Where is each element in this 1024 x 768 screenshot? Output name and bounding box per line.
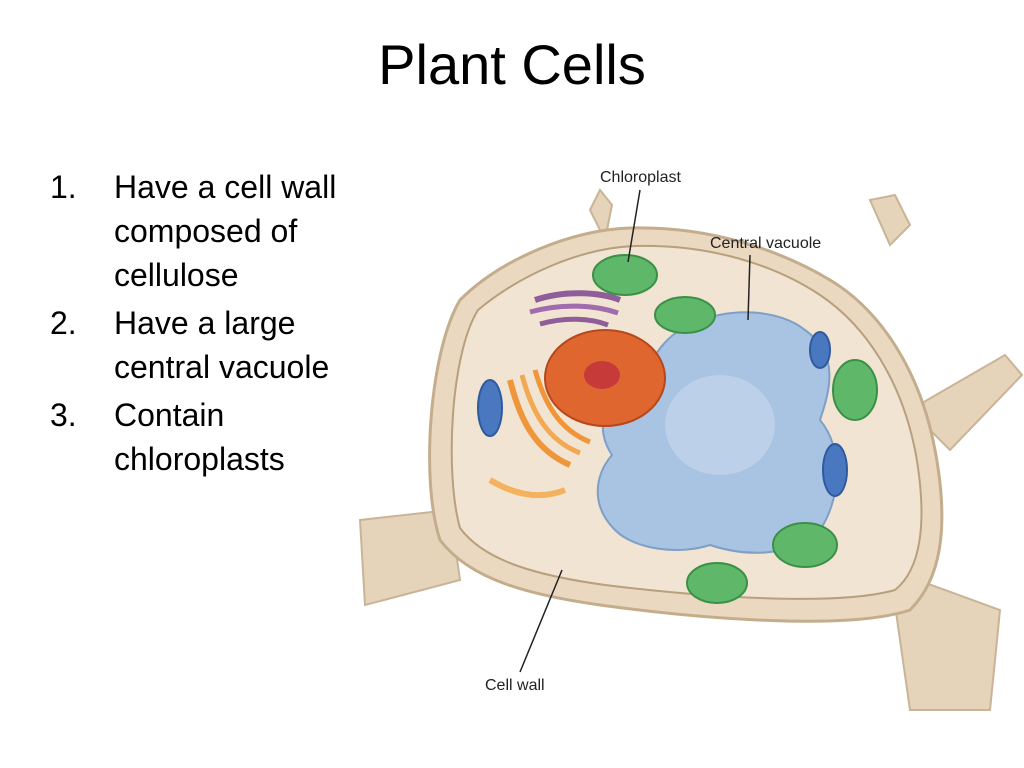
plant-cell-diagram: Chloroplast Central vacuole Cell wall bbox=[350, 150, 1024, 725]
list-text: Have a cell wall composed of cellulose bbox=[114, 169, 337, 293]
leader-line-chloroplast bbox=[627, 189, 641, 263]
label-central-vacuole: Central vacuole bbox=[710, 235, 821, 252]
list-item: 1. Have a cell wall composed of cellulos… bbox=[50, 165, 395, 297]
chloroplast bbox=[592, 254, 658, 296]
chloroplast bbox=[832, 359, 878, 421]
list-number: 3. bbox=[50, 397, 77, 433]
cell-wall-stub bbox=[888, 568, 1002, 711]
bullet-list: 1. Have a cell wall composed of cellulos… bbox=[50, 165, 395, 485]
list-text: Have a large central vacuole bbox=[114, 305, 330, 385]
slide-title: Plant Cells bbox=[378, 33, 646, 96]
chloroplast bbox=[686, 562, 748, 604]
mitochondrion bbox=[822, 443, 848, 497]
endoplasmic-reticulum bbox=[488, 477, 567, 499]
leader-line-central-vacuole bbox=[747, 254, 751, 321]
endoplasmic-reticulum bbox=[532, 369, 591, 445]
list-number: 2. bbox=[50, 305, 77, 341]
chloroplast bbox=[772, 522, 838, 568]
endoplasmic-reticulum bbox=[519, 374, 581, 456]
cell-wall-stub bbox=[868, 193, 912, 247]
mitochondrion bbox=[809, 331, 831, 369]
label-cell-wall: Cell wall bbox=[485, 677, 545, 694]
list-item: 3. Contain chloroplasts bbox=[50, 393, 395, 481]
chloroplast bbox=[654, 296, 716, 334]
golgi-apparatus bbox=[534, 290, 622, 303]
nucleolus bbox=[584, 361, 620, 389]
golgi-apparatus bbox=[539, 316, 609, 328]
list-number: 1. bbox=[50, 169, 77, 205]
cell-wall-stub bbox=[908, 353, 1024, 452]
leader-line-cell-wall bbox=[519, 569, 563, 673]
vacuole-highlight bbox=[665, 375, 775, 475]
mitochondrion bbox=[477, 379, 503, 437]
label-chloroplast: Chloroplast bbox=[600, 169, 681, 186]
list-text: Contain chloroplasts bbox=[114, 397, 285, 477]
list-item: 2. Have a large central vacuole bbox=[50, 301, 395, 389]
plant-cell-illustration: Chloroplast Central vacuole Cell wall bbox=[358, 169, 1024, 711]
cell-wall-stub bbox=[358, 508, 462, 607]
endoplasmic-reticulum bbox=[507, 379, 572, 468]
golgi-apparatus bbox=[529, 303, 619, 316]
